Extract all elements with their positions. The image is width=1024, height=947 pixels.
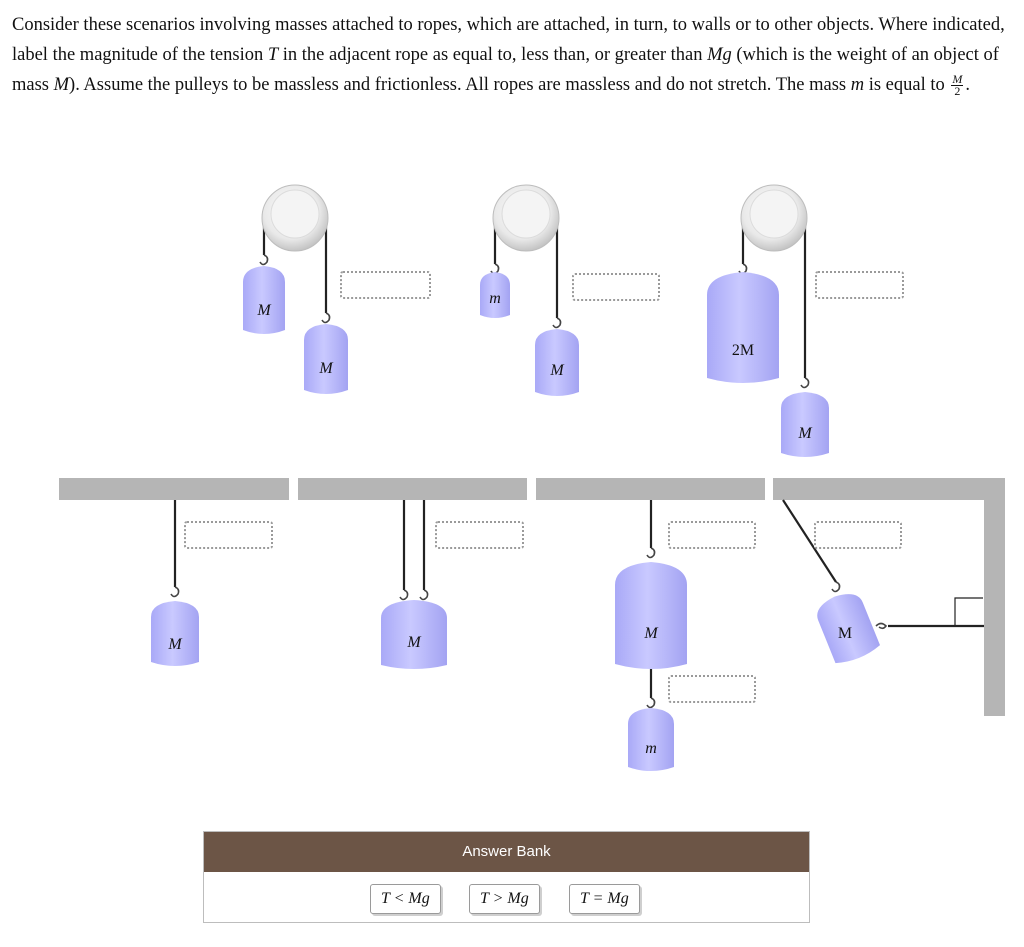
pulley-2 [492, 184, 560, 252]
right-angle-marker [954, 597, 983, 626]
mass-block [151, 601, 199, 666]
mass-block [535, 329, 579, 396]
answer-drop-target[interactable] [340, 271, 431, 299]
mass-block [817, 594, 880, 664]
mass-label: M [407, 634, 421, 651]
answer-drop-target[interactable] [668, 521, 756, 549]
answer-drop-target[interactable] [668, 675, 756, 703]
hook-icon [259, 254, 269, 266]
answer-drop-target[interactable] [572, 273, 660, 301]
mass-block [628, 708, 674, 771]
answer-bank-title: Answer Bank [204, 832, 809, 872]
pulley-1 [261, 184, 329, 252]
hook-icon [552, 317, 562, 329]
rope [782, 499, 837, 583]
answer-drop-target[interactable] [815, 271, 904, 299]
mass-block [615, 562, 687, 669]
mass-label: M [798, 425, 812, 442]
mass-label: M [257, 302, 271, 319]
answer-chip-greater[interactable]: T > Mg [469, 884, 540, 914]
hook-icon [646, 697, 656, 709]
question-prompt: Consider these scenarios involving masse… [12, 15, 1005, 99]
answer-drop-target[interactable] [184, 521, 273, 549]
mass-block [243, 266, 285, 334]
wall [984, 478, 1005, 716]
hook-icon [831, 581, 841, 593]
hook-icon [419, 589, 429, 601]
mass-block [707, 272, 779, 383]
pulley-3 [740, 184, 808, 252]
mass-block [480, 272, 510, 318]
mass-label: m [645, 740, 657, 757]
mass-label: M [319, 360, 333, 377]
mass-block [381, 600, 447, 669]
hook-icon [170, 586, 180, 598]
answer-bank: Answer Bank T < Mg T > Mg T = Mg [203, 831, 810, 923]
mass-label: M [644, 625, 658, 642]
mass-block [304, 324, 348, 394]
answer-drop-target[interactable] [814, 521, 902, 549]
ceiling-4 [773, 478, 1005, 500]
mass-label: M [837, 625, 853, 642]
mass-label: M [550, 362, 564, 379]
answer-chip-less[interactable]: T < Mg [370, 884, 441, 914]
hook-icon [399, 589, 409, 601]
ceiling-1 [59, 478, 289, 500]
ceiling-2 [298, 478, 527, 500]
mass-label: m [489, 290, 501, 307]
answer-drop-target[interactable] [435, 521, 524, 549]
mass-block [781, 392, 829, 457]
hook-icon [800, 377, 810, 389]
hook-icon [875, 622, 888, 630]
mass-label: 2M [731, 342, 755, 359]
mass-label: M [168, 636, 182, 653]
ceiling-3 [536, 478, 765, 500]
hook-icon [321, 312, 331, 324]
hook-icon [646, 547, 656, 559]
answer-chip-equal[interactable]: T = Mg [569, 884, 640, 914]
